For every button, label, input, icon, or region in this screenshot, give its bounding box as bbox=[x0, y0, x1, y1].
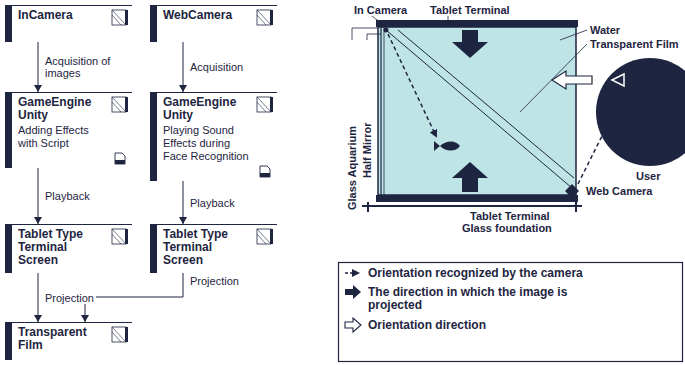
flow-connector bbox=[34, 168, 42, 224]
box-heading: GameEngine Unity bbox=[163, 96, 253, 122]
flow-connector bbox=[34, 273, 42, 322]
box-heading: WebCamera bbox=[163, 9, 253, 22]
leader-line bbox=[352, 28, 353, 40]
camera-orientation bbox=[578, 128, 606, 184]
web-camera bbox=[565, 184, 579, 198]
node-icon bbox=[111, 96, 129, 114]
edge-label: Acquisition bbox=[188, 61, 245, 73]
user-eye bbox=[612, 74, 624, 86]
process-box: InCamera bbox=[5, 5, 132, 42]
tablet-terminal bbox=[376, 195, 578, 202]
edge-label: Acquisition of images bbox=[43, 55, 139, 79]
projection-arrow bbox=[452, 162, 488, 192]
leader-line bbox=[560, 30, 587, 40]
process-box: GameEngine UnityPlaying Sound Effects du… bbox=[150, 92, 277, 181]
flow-connector bbox=[179, 42, 187, 92]
edge-label: Playback bbox=[188, 197, 237, 209]
node-icon bbox=[256, 228, 274, 246]
leader-line bbox=[352, 28, 378, 29]
transparent-film bbox=[398, 30, 574, 178]
half-mirror-edge bbox=[384, 27, 385, 195]
box-heading: Tablet Type Terminal Screen bbox=[163, 228, 253, 267]
box-body: Playing Sound Effects during Face Recogn… bbox=[163, 124, 253, 163]
leader-line bbox=[448, 16, 449, 20]
flow-connector bbox=[179, 181, 187, 224]
box-heading: GameEngine Unity bbox=[18, 96, 108, 122]
part-label: Glass Aquarium bbox=[346, 126, 358, 210]
glass-aquarium bbox=[378, 27, 576, 195]
part-label: In Camera bbox=[354, 4, 407, 16]
script-icon bbox=[259, 165, 271, 178]
flow-connector bbox=[81, 273, 183, 322]
half-mirror bbox=[380, 27, 381, 195]
legend-sample bbox=[345, 272, 358, 274]
transparent-film bbox=[386, 30, 572, 188]
box-body: Adding Effects with Script bbox=[18, 124, 108, 150]
part-label: Transparent Film bbox=[590, 38, 679, 50]
legend-box bbox=[339, 263, 683, 362]
box-heading: InCamera bbox=[18, 9, 108, 22]
box-heading: Transparent Film bbox=[18, 326, 108, 352]
in-camera bbox=[384, 28, 389, 33]
flow-connector bbox=[34, 42, 42, 92]
edge-label: Projection bbox=[43, 292, 96, 304]
node-icon bbox=[256, 96, 274, 114]
foundation-leg bbox=[367, 202, 369, 212]
edge-label: Projection bbox=[188, 275, 241, 287]
legend-sample bbox=[345, 285, 361, 299]
glass-foundation bbox=[362, 205, 582, 207]
leader-line bbox=[372, 16, 386, 27]
leader-line bbox=[367, 34, 381, 35]
process-box: Transparent Film bbox=[5, 322, 132, 360]
process-box: GameEngine UnityAdding Effects with Scri… bbox=[5, 92, 132, 168]
part-label: Half Mirror bbox=[361, 122, 373, 178]
part-label: User bbox=[636, 170, 660, 182]
part-label: Web Camera bbox=[586, 185, 652, 197]
node-icon bbox=[111, 228, 129, 246]
legend-text: Orientation recognized by the camera bbox=[368, 267, 668, 280]
part-label: Tablet Terminal bbox=[430, 4, 510, 16]
legend-text: Orientation direction bbox=[368, 319, 668, 332]
part-label: Glass foundation bbox=[462, 222, 552, 234]
leader-line bbox=[367, 34, 368, 40]
process-box: Tablet Type Terminal Screen bbox=[150, 224, 277, 273]
process-box: Tablet Type Terminal Screen bbox=[5, 224, 132, 273]
script-icon bbox=[114, 152, 126, 165]
legend-text: The direction in which the image is proj… bbox=[368, 286, 568, 312]
fish-image bbox=[434, 141, 460, 151]
tablet-terminal bbox=[376, 20, 578, 27]
user-head bbox=[596, 58, 685, 166]
edge-label: Playback bbox=[43, 190, 92, 202]
node-icon bbox=[256, 9, 274, 27]
leader-line bbox=[520, 44, 587, 112]
node-icon bbox=[111, 326, 129, 344]
part-label: Water bbox=[590, 24, 620, 36]
foundation-leg bbox=[575, 202, 577, 212]
part-label: Tablet Terminal bbox=[470, 210, 550, 222]
box-heading: Tablet Type Terminal Screen bbox=[18, 228, 108, 267]
camera-orientation bbox=[388, 34, 436, 136]
process-box: WebCamera bbox=[150, 5, 277, 42]
projection-arrow bbox=[452, 30, 488, 58]
node-icon bbox=[111, 9, 129, 27]
legend-sample bbox=[345, 318, 361, 332]
